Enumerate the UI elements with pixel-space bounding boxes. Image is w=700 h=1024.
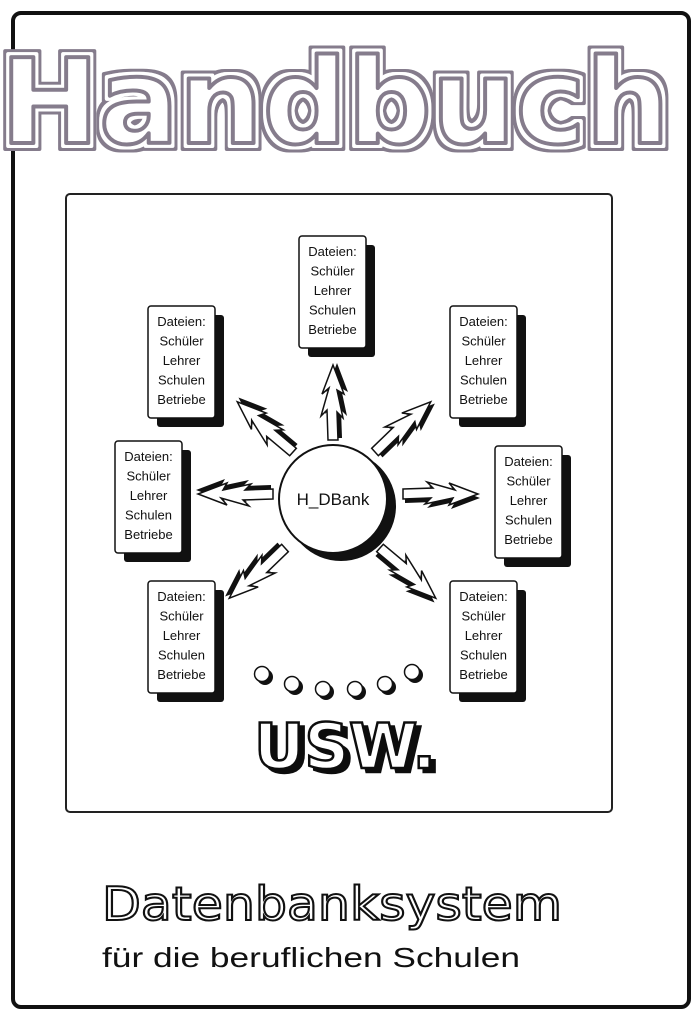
tagline: für die beruflichen Schulen — [102, 942, 520, 973]
file-box-line: Dateien: — [504, 454, 552, 469]
file-box-line: Dateien: — [459, 589, 507, 604]
center-database: H_DBank — [278, 444, 396, 561]
file-box-line: Betriebe — [459, 392, 507, 407]
usw-label: USW. — [254, 710, 436, 783]
file-box-line: Lehrer — [163, 353, 201, 368]
file-box-line: Dateien: — [157, 589, 205, 604]
file-box-line: Lehrer — [465, 628, 503, 643]
arrow-top-left-icon — [235, 397, 298, 457]
dot-icon — [346, 680, 366, 700]
ellipsis-dots — [253, 663, 423, 700]
file-box-line: Lehrer — [130, 488, 168, 503]
file-box-line: Lehrer — [465, 353, 503, 368]
arrows-group — [195, 362, 481, 603]
arrow-body — [195, 481, 274, 508]
file-boxes: Dateien:SchülerLehrerSchulenBetriebeDate… — [114, 235, 571, 702]
file-box-line: Betriebe — [504, 532, 552, 547]
file-box-line: Dateien: — [124, 449, 172, 464]
file-box-line: Lehrer — [314, 283, 352, 298]
file-box-line: Dateien: — [459, 314, 507, 329]
arrow-top-right-icon — [370, 400, 435, 458]
file-box-line: Lehrer — [510, 493, 548, 508]
dot-icon — [253, 665, 273, 685]
file-box-line: Schulen — [505, 513, 552, 528]
file-box-line: Schüler — [506, 474, 551, 489]
file-box-line: Schulen — [125, 508, 172, 523]
file-box-card — [114, 440, 183, 554]
file-box-line: Schüler — [159, 609, 204, 624]
center-label: H_DBank — [297, 490, 370, 509]
subtitle-datenbanksystem: Datenbanksystem — [102, 877, 562, 931]
file-box-line: Betriebe — [124, 527, 172, 542]
file-box-line: Betriebe — [157, 392, 205, 407]
arrow-body — [370, 400, 433, 457]
file-box-line: Betriebe — [157, 667, 205, 682]
title-handbuch: Handbuch — [0, 33, 669, 171]
file-box-line: Dateien: — [308, 244, 356, 259]
arrow-right-icon — [402, 480, 481, 509]
file-box-line: Betriebe — [459, 667, 507, 682]
arrow-body — [402, 480, 481, 507]
dot-icon — [283, 675, 303, 695]
file-box-line: Schulen — [460, 373, 507, 388]
file-box-card — [147, 580, 216, 694]
file-box-card — [298, 235, 367, 349]
arrow-top-icon — [319, 362, 348, 441]
arrow-body — [319, 362, 346, 441]
file-box-line: Schulen — [460, 648, 507, 663]
arrow-body — [375, 543, 438, 600]
file-box-line: Dateien: — [157, 314, 205, 329]
file-box-line: Schulen — [158, 373, 205, 388]
file-box-line: Schulen — [309, 303, 356, 318]
arrow-bottom-left-icon — [225, 542, 290, 600]
dot-icon — [314, 680, 334, 700]
file-box-line: Schüler — [126, 469, 171, 484]
file-box-line: Schulen — [158, 648, 205, 663]
arrow-bottom-right-icon — [375, 543, 438, 603]
center-circle — [278, 444, 388, 554]
file-box-line: Schüler — [310, 264, 355, 279]
file-box-line: Schüler — [461, 334, 506, 349]
dot-icon — [376, 675, 396, 695]
file-box-card — [494, 445, 563, 559]
file-box-card — [147, 305, 216, 419]
file-box-line: Schüler — [461, 609, 506, 624]
arrow-left-icon — [195, 479, 274, 508]
file-box-line: Schüler — [159, 334, 204, 349]
arrow-body — [235, 400, 298, 457]
arrow-body — [227, 543, 290, 600]
file-box-line: Lehrer — [163, 628, 201, 643]
file-box-card — [449, 305, 518, 419]
file-box-line: Betriebe — [308, 322, 356, 337]
dot-icon — [403, 663, 423, 683]
file-box-card — [449, 580, 518, 694]
